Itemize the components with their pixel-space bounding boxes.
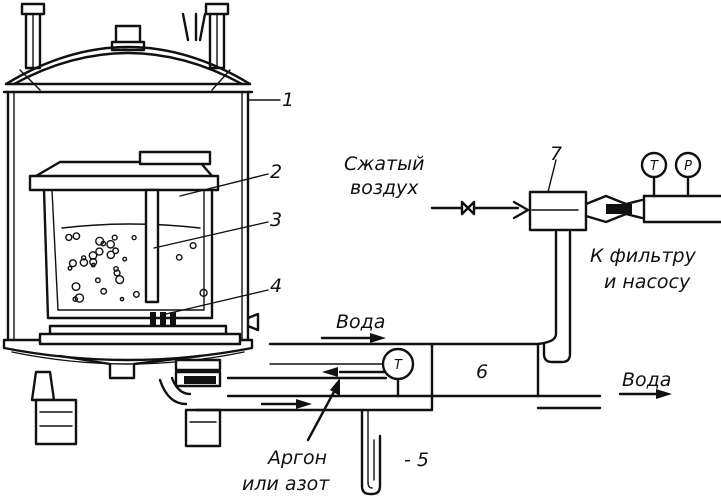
melt-bubble <box>119 296 125 302</box>
leader-lines <box>153 99 557 315</box>
bottom-assembly <box>38 312 242 406</box>
melt-bubble <box>95 236 105 246</box>
melt-bubble <box>72 232 81 241</box>
to-filter-label-line2: и насосу <box>604 271 691 293</box>
flow-arrows <box>260 333 672 442</box>
argon-label-line1: Аргон <box>266 447 327 469</box>
crucible <box>28 150 220 320</box>
ejector-7: T P <box>430 151 721 232</box>
to-filter-label-line1: К фильтру <box>590 245 697 267</box>
melt-bubble <box>68 259 78 268</box>
melt-bubble <box>100 287 108 295</box>
callout-5: - 5 <box>404 449 429 471</box>
compressed-air-label-line1: Сжатый <box>344 153 424 175</box>
thermometer-top-letter: T <box>650 159 659 174</box>
melt-bubble <box>199 288 208 297</box>
melt-bubble <box>72 296 78 302</box>
melt-bubble <box>111 234 118 241</box>
melt-bubble <box>112 247 120 255</box>
melt-bubble <box>132 290 140 298</box>
callout-4: 4 <box>270 275 282 297</box>
melt-bubble <box>131 234 137 241</box>
melt-bubble <box>95 247 104 256</box>
melt-bubble <box>71 282 81 292</box>
callout-1: 1 <box>282 89 294 111</box>
pressure-gauge-letter: P <box>684 159 692 174</box>
melt-bubble <box>106 239 116 249</box>
melt-bubble <box>113 265 119 272</box>
melt-bubble <box>94 277 101 284</box>
melt-bubble <box>122 256 128 262</box>
thermometer-main: T <box>381 347 415 398</box>
melt-bubble <box>65 233 73 242</box>
melt-bubble <box>80 255 87 261</box>
water-out-label: Вода <box>622 369 671 391</box>
water-in-label: Вода <box>336 311 385 333</box>
support-legs <box>30 370 222 448</box>
melt-bubble <box>175 253 183 261</box>
melt-bubble <box>88 251 98 260</box>
argon-label-line2: или азот <box>242 473 330 495</box>
furnace-vessel <box>2 2 260 448</box>
melt-bubble <box>79 258 89 267</box>
melt-bubbles <box>65 232 208 303</box>
melt-bubble <box>106 250 116 260</box>
callout-6: 6 <box>476 361 488 383</box>
melt-bubble <box>74 293 85 303</box>
callout-2: 2 <box>270 161 282 183</box>
thermometer-main-letter: T <box>394 358 403 373</box>
melt-bubble <box>67 265 73 271</box>
heat-exchanger <box>194 230 602 496</box>
callout-7: 7 <box>550 143 562 165</box>
compressed-air-label-line2: воздух <box>350 177 419 199</box>
melt-bubble <box>90 262 96 268</box>
melt-bubble <box>115 275 125 285</box>
callout-3: 3 <box>270 209 282 231</box>
melt-bubble <box>189 242 197 250</box>
